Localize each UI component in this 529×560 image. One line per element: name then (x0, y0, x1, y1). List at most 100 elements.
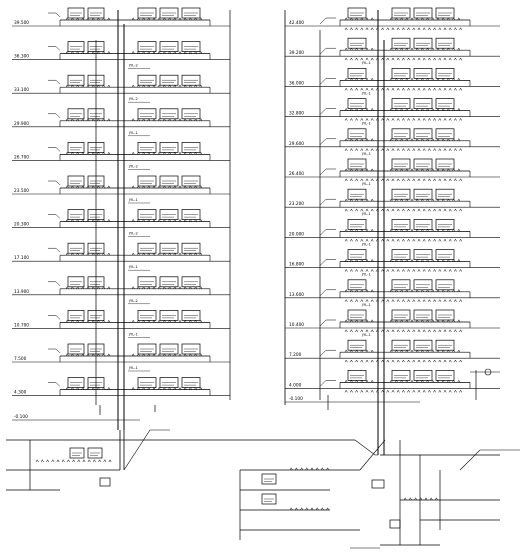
valve-symbol (199, 50, 203, 54)
valve-symbol (443, 148, 447, 151)
pump-box (371, 479, 385, 489)
riser-tag: JYL-2 (128, 97, 138, 101)
valve-symbol (355, 87, 359, 91)
valve-symbol (344, 107, 348, 111)
valve-symbol (355, 238, 359, 242)
valve-symbol (459, 148, 463, 151)
valve-symbol (131, 286, 135, 289)
fixture-box (413, 219, 433, 230)
valve-symbol (412, 389, 416, 393)
fixture-box (67, 108, 85, 120)
valve-symbol (459, 178, 463, 182)
valve-symbol (344, 57, 348, 61)
fixture-box (67, 209, 85, 220)
valve-symbol (433, 87, 437, 91)
leader-line (319, 78, 336, 85)
valve-symbol (355, 178, 359, 182)
valve-symbol (365, 57, 369, 61)
valve-symbol (443, 329, 447, 333)
valve-symbol (344, 138, 348, 141)
valve-symbol (370, 57, 374, 61)
fixture-box (413, 158, 433, 170)
valve-symbol (412, 27, 416, 31)
valve-symbol (431, 379, 435, 383)
fixture-box (87, 310, 105, 321)
floor-elevation-label: 29.600 (289, 141, 304, 147)
valve-symbol (370, 228, 374, 232)
valve-symbol (365, 289, 369, 292)
fixture-box (181, 175, 201, 187)
valve-symbol (365, 349, 369, 353)
floor-elevation-label: 42.400 (289, 20, 304, 26)
valve-symbol (427, 117, 431, 121)
fixture-box (159, 209, 179, 220)
valve-symbol (355, 57, 359, 61)
fixture-box (87, 343, 105, 355)
fixture-box (413, 309, 433, 321)
floor-elevation-label: 32.800 (289, 111, 304, 117)
riser-tag: JYL-2 (128, 164, 138, 168)
valve-symbol (391, 57, 395, 61)
valve-symbol (417, 117, 421, 121)
fixture-box (67, 377, 85, 388)
valve-symbol (459, 299, 463, 302)
valve-symbol (131, 185, 135, 189)
valve-symbol (457, 379, 461, 383)
valve-symbol (391, 389, 395, 393)
valve-symbol (410, 198, 414, 202)
riser-tag: JYL-1 (361, 122, 371, 126)
valve-symbol (438, 87, 442, 91)
floor-elevation-label: 26.400 (289, 171, 304, 177)
valve-symbol (417, 238, 421, 242)
valve-symbol (344, 77, 348, 81)
valve-symbol (375, 208, 379, 212)
valve-symbol (443, 27, 447, 31)
valve-symbol (355, 389, 359, 393)
valve-symbol (424, 497, 428, 501)
fixture-box (67, 175, 85, 187)
valve-symbol (294, 467, 298, 471)
leader-line (319, 319, 336, 327)
valve-symbol (65, 319, 69, 323)
leader-line (48, 348, 61, 354)
valve-symbol (422, 208, 426, 212)
valve-symbol (431, 228, 435, 232)
valve-symbol (459, 87, 463, 91)
pump-box (99, 477, 111, 487)
valve-symbol (453, 178, 457, 182)
valve-symbol (370, 379, 374, 383)
valve-symbol (51, 459, 55, 463)
valve-symbol (199, 151, 203, 155)
valve-symbol (365, 77, 369, 81)
valve-symbol (453, 299, 457, 302)
fixture-box (67, 242, 85, 254)
valve-symbol (365, 148, 369, 151)
valve-symbol (438, 268, 442, 272)
valve-symbol (427, 27, 431, 31)
valve-symbol (370, 107, 374, 111)
valve-symbol (427, 268, 431, 272)
fixture-box (391, 249, 411, 260)
valve-symbol (459, 208, 463, 212)
valve-symbol (370, 178, 374, 182)
valve-symbol (349, 87, 353, 91)
fixture-box (67, 7, 85, 19)
valve-symbol (412, 238, 416, 242)
valve-symbol (178, 151, 182, 155)
valve-symbol (433, 117, 437, 121)
valve-symbol (431, 289, 435, 292)
fixture-box (67, 276, 85, 288)
fixture-box (391, 279, 411, 291)
fixture-box (181, 242, 201, 254)
valve-symbol (365, 27, 369, 31)
fixture-box (347, 279, 367, 291)
valve-symbol (365, 178, 369, 182)
valve-symbol (381, 87, 385, 91)
valve-symbol (438, 208, 442, 212)
fixture-box (87, 108, 105, 120)
valve-symbol (401, 299, 405, 302)
valve-symbol (417, 359, 421, 363)
valve-symbol (65, 386, 69, 390)
valve-symbol (448, 27, 452, 31)
valve-symbol (396, 359, 400, 363)
